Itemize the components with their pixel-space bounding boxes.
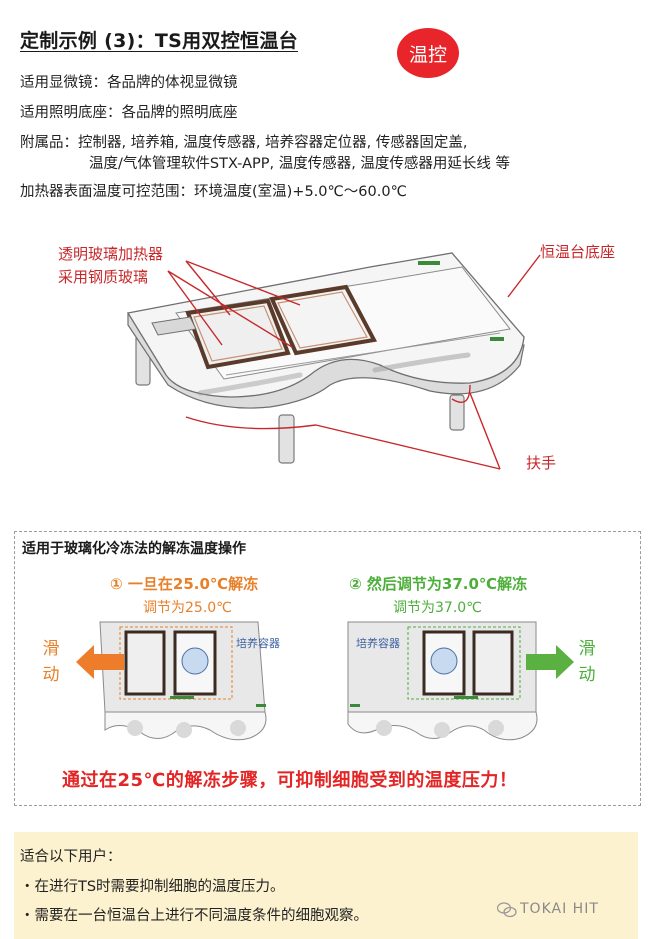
stage-illustration <box>126 252 541 470</box>
target-users-panel <box>14 832 638 939</box>
temperature-control-badge: 温控 <box>397 28 459 78</box>
target-users-title: 适合以下用户： <box>20 849 122 865</box>
label-stage-base: 恒温台底座 <box>540 243 616 261</box>
step1-title: ① 一旦在25.0℃解冻 <box>110 575 259 593</box>
slide-right-arrow-icon <box>526 645 574 679</box>
slide-left-label: 滑动 <box>42 639 60 685</box>
label-tempered-glass: 采用钢质玻璃 <box>58 268 149 286</box>
label-handle: 扶手 <box>526 454 557 472</box>
brand-watermark: TOKAI HIT <box>520 901 599 917</box>
conclusion-text: 通过在25℃的解冻步骤，可抑制细胞受到的温度压力！ <box>62 770 518 791</box>
stage-left-illustration <box>99 621 267 741</box>
spec-accessories-cont: 温度/气体管理软件STX-APP, 温度传感器, 温度传感器用延长线 等 <box>89 156 511 172</box>
spec-base: 适用照明底座：各品牌的照明底座 <box>20 105 238 121</box>
step1-subtitle: 调节为25.0℃ <box>143 600 232 616</box>
spec-microscope: 适用显微镜：各品牌的体视显微镜 <box>20 75 238 91</box>
operation-panel <box>14 531 641 806</box>
slide-right-label: 滑动 <box>578 639 596 685</box>
slide-left-arrow-icon <box>76 645 124 679</box>
target-user-item-1: ・在进行TS时需要抑制细胞的温度压力。 <box>20 879 285 895</box>
operation-title: 适用于玻璃化冷冻法的解冻温度操作 <box>22 541 246 557</box>
step2-title: ② 然后调节为37.0℃解冻 <box>349 575 528 593</box>
spec-temperature-range: 加热器表面温度可控范围：环境温度(室温)+5.0℃～60.0℃ <box>20 184 407 200</box>
container-label-right: 培养容器 <box>356 637 400 650</box>
page-title: 定制示例 (3)：TS用双控恒温台 <box>20 30 298 52</box>
stage-right-illustration <box>347 621 538 741</box>
spec-accessories: 附属品：控制器, 培养箱, 温度传感器, 培养容器定位器, 传感器固定盖, <box>20 135 468 151</box>
step2-subtitle: 调节为37.0℃ <box>393 600 482 616</box>
target-user-item-2: ・需要在一台恒温台上进行不同温度条件的细胞观察。 <box>20 908 368 924</box>
label-glass-heater: 透明玻璃加热器 <box>58 245 164 263</box>
wechat-icon <box>497 902 517 918</box>
container-label-left: 培养容器 <box>236 637 280 650</box>
